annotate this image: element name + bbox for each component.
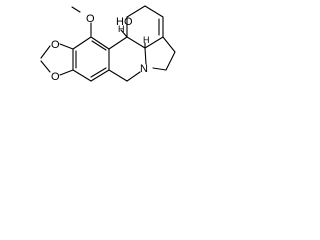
stereo-h-lower-label: H [143, 35, 150, 45]
stereo-h-upper-label: H [118, 24, 125, 34]
ring-d-bond-2 [165, 51, 176, 71]
aromatic-bond-3 [72, 69, 92, 82]
ring-b-bond-1 [108, 69, 128, 82]
ring-c-bond-5 [144, 36, 164, 49]
ring-c-bond-2 [126, 5, 146, 18]
aromatic-double-3 [91, 40, 107, 51]
methoxy-oxygen-label: O [86, 13, 95, 25]
dioxole-bond-3 [40, 60, 51, 73]
ring-d-bond-1 [162, 36, 176, 53]
molecule-diagram: O O O HO N H H [0, 0, 213, 126]
stereo-bond-1 [120, 29, 128, 38]
dioxole-bond-2 [40, 45, 51, 59]
ring-b-bond-4 [126, 36, 146, 49]
hydroxyl-label: HO [116, 16, 133, 28]
aromatic-bond-4 [90, 69, 110, 82]
upper-ring-oxygen-label: O [51, 39, 60, 51]
methyl-bond [71, 6, 81, 13]
dioxole-bond-1 [59, 43, 74, 50]
aromatic-bond-6 [90, 36, 110, 50]
ring-b-bond-3 [144, 47, 147, 65]
lower-ring-oxygen-label: O [51, 71, 60, 83]
ring-b-bond-5 [108, 36, 128, 50]
dioxole-bond-4 [59, 69, 74, 76]
structure-svg: O O O HO N H H [40, 5, 176, 83]
nitrogen-label: N [140, 63, 148, 75]
aromatic-bond-1 [72, 36, 92, 50]
ring-b-bond-2 [126, 71, 141, 82]
ring-d-bond-3 [152, 67, 167, 71]
aromatic-double-2 [90, 67, 107, 78]
ring-c-bond-3 [144, 5, 164, 18]
